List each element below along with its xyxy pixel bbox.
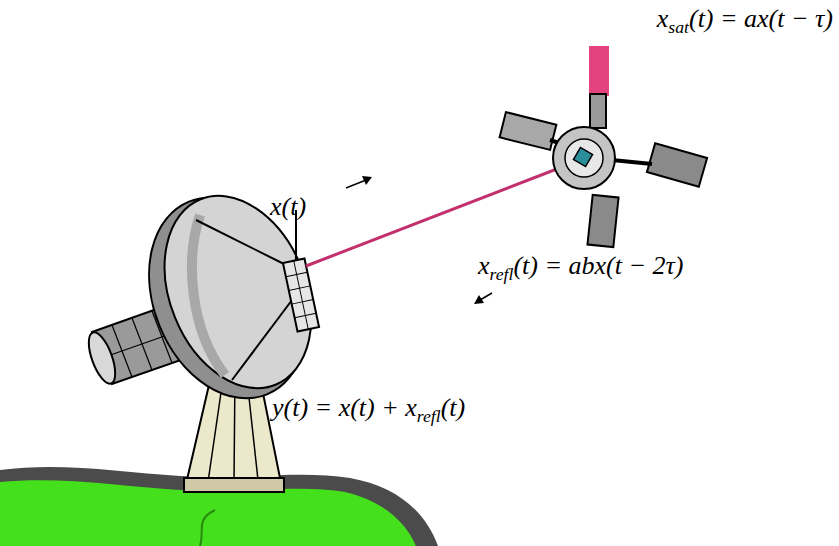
transmit-signal-label: x(t) [270, 191, 306, 223]
satellite-body [553, 127, 615, 189]
satellite-lens [573, 147, 592, 166]
satellite-signal-equation: xsat(t) = ax(t − τ) [657, 3, 833, 43]
panel-arm [612, 160, 652, 164]
subscript-text: refl [490, 264, 514, 284]
dish-shade [192, 215, 225, 375]
equation-text: (t) [441, 393, 466, 422]
uplink-beam [589, 46, 609, 96]
grass-line [200, 510, 215, 546]
stand-base [184, 478, 284, 492]
satellite-mast [590, 94, 606, 128]
dish-face [137, 174, 338, 410]
subscript-text: refl [417, 406, 441, 426]
feed-arms [196, 210, 296, 380]
solar-panel [647, 143, 707, 187]
radio-link [306, 160, 580, 266]
solar-panel [500, 112, 557, 150]
solar-panel [587, 195, 618, 247]
equation-text: (t) = abx(t − 2τ) [513, 251, 683, 280]
satellite-body-inner [565, 139, 603, 177]
subscript-text: sat [668, 17, 689, 37]
feed-grid [283, 258, 319, 331]
housing-end [83, 329, 120, 387]
equation-text: x [657, 4, 669, 33]
equation-text: x [478, 251, 490, 280]
received-signal-equation: y(t) = x(t) + xrefl(t) [272, 392, 465, 432]
equation-text: x(t) [270, 192, 306, 221]
equation-text: y(t) = x(t) + x [272, 393, 417, 422]
ground [0, 467, 438, 546]
direction-arrow [346, 176, 372, 188]
direction-arrow [474, 293, 492, 304]
feed-horn [283, 258, 319, 331]
equation-text: (t) = ax(t − τ) [689, 4, 833, 33]
reflected-signal-equation: xrefl(t) = abx(t − 2τ) [478, 250, 683, 290]
